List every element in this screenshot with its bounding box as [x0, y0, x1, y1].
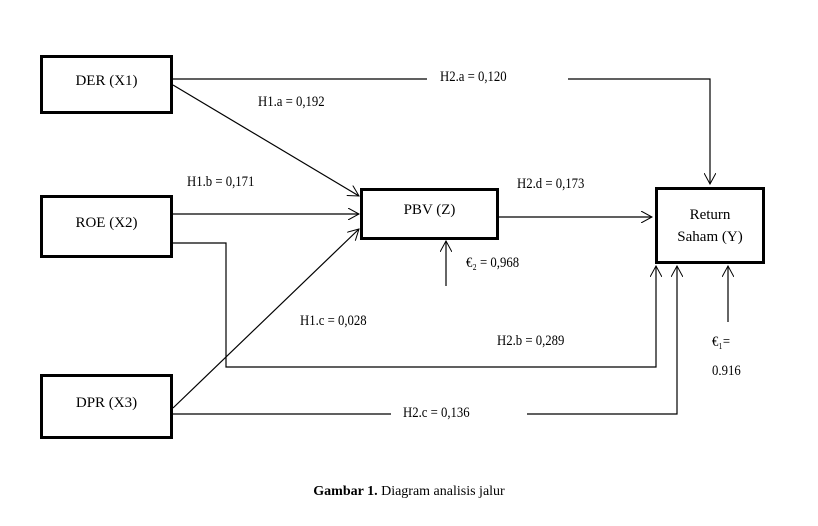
label-e1-value: 0,916 — [712, 363, 741, 375]
label-h2b: H2.b = 0,289 — [497, 333, 565, 349]
arrow-h2a — [173, 78, 710, 184]
arrow-h2b — [173, 242, 656, 368]
node-dpr: DPR (X3) — [40, 374, 173, 439]
arrow-h1a — [172, 84, 359, 196]
node-return-saham: Return Saham (Y) — [655, 187, 765, 264]
node-pbv-label: PBV (Z) — [403, 202, 456, 218]
node-return-label-2: Saham (Y) — [677, 228, 743, 245]
arrow-h1c — [172, 229, 359, 409]
node-return-label-1: Return — [689, 206, 731, 223]
label-h1a: H1.a = 0,192 — [258, 94, 325, 110]
label-e2: €₂ = 0,968 — [466, 255, 520, 271]
label-h1c: H1.c = 0,028 — [300, 313, 367, 329]
node-roe-label: ROE (X2) — [75, 214, 138, 231]
arrow-h2c — [173, 266, 677, 415]
node-dpr-label: DPR (X3) — [75, 394, 138, 411]
label-h2a: H2.a = 0,120 — [440, 69, 507, 85]
caption-text: Diagram analisis jalur — [377, 484, 505, 499]
label-h2c: H2.c = 0,136 — [403, 405, 470, 421]
label-h1b: H1.b = 0,171 — [187, 174, 255, 190]
node-der: DER (X1) — [40, 55, 173, 114]
label-h2d: H2.d = 0,173 — [517, 176, 585, 192]
node-roe: ROE (X2) — [40, 195, 173, 258]
figure-caption: Gambar 1. Diagram analisis jalur — [0, 484, 818, 500]
label-e1: €₁= — [712, 334, 731, 350]
node-der-label: DER (X1) — [75, 72, 138, 89]
caption-number: Gambar 1. — [313, 484, 378, 499]
node-pbv: PBV (Z) — [360, 188, 499, 240]
